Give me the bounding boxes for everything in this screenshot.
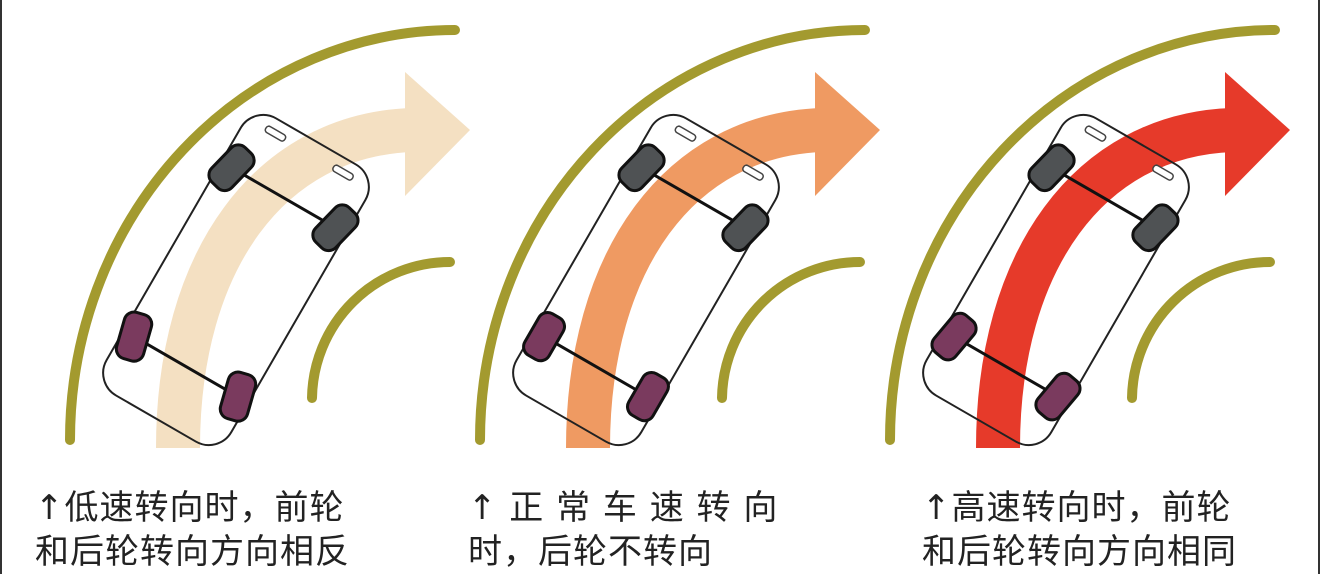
car-body-outline: [102, 113, 370, 447]
rear-left-wheel: [114, 310, 154, 363]
car-body-outline: [512, 113, 780, 447]
headlight-icon: [742, 164, 764, 181]
front-right-wheel: [1131, 203, 1180, 253]
right-border: [1318, 0, 1320, 574]
rear-axle: [955, 336, 1057, 397]
front-axle: [232, 167, 335, 229]
front-axle: [1052, 167, 1155, 229]
rear-right-wheel: [218, 370, 258, 423]
panel-1: [65, 25, 470, 449]
car: [512, 113, 780, 447]
rear-right-wheel: [1034, 371, 1082, 422]
front-left-wheel: [207, 143, 256, 193]
rear-axle: [545, 336, 647, 397]
caption-high-speed-line2: 和后轮转向方向相同: [922, 532, 1237, 572]
inner-road-edge: [1127, 257, 1275, 403]
car-body-outline: [922, 113, 1190, 447]
inner-road-edge: [717, 257, 865, 403]
front-left-wheel: [617, 143, 666, 193]
caption-normal-speed-line1: ↑ 正 常 车 速 转 向: [468, 488, 779, 528]
headlight-icon: [1152, 164, 1174, 181]
direction-arrow-body: [976, 108, 1234, 449]
direction-arrow-head: [815, 72, 880, 196]
headlight-icon: [674, 125, 697, 142]
headlight-icon: [264, 125, 287, 142]
caption-high-speed-line1: ↑高速转向时，前轮: [922, 488, 1232, 528]
inner-road-edge: [307, 257, 455, 403]
caption-low-speed-line1: ↑低速转向时，前轮: [35, 488, 345, 528]
left-border: [0, 0, 2, 574]
headlight-icon: [1084, 125, 1107, 142]
outer-road-edge: [65, 25, 460, 445]
direction-arrow-head: [1225, 72, 1290, 196]
outer-road-edge: [885, 25, 1280, 445]
direction-arrow-body: [156, 108, 414, 449]
rear-left-wheel: [522, 310, 567, 363]
rear-left-wheel: [930, 311, 978, 362]
direction-arrow-head: [405, 72, 470, 196]
panel-2: [475, 25, 880, 449]
outer-road-edge: [475, 25, 870, 445]
front-right-wheel: [721, 203, 770, 253]
front-left-wheel: [1027, 143, 1076, 193]
caption-low-speed-line2: 和后轮转向方向相反: [35, 532, 350, 572]
caption-normal-speed-line2: 时，后轮不转向: [468, 532, 713, 572]
rear-right-wheel: [625, 370, 670, 423]
rear-axle: [135, 336, 237, 397]
direction-arrow-body: [566, 108, 824, 449]
front-right-wheel: [311, 203, 360, 253]
front-axle: [642, 167, 745, 229]
car: [102, 113, 370, 447]
headlight-icon: [332, 164, 354, 181]
car: [922, 113, 1190, 447]
panel-3: [885, 25, 1290, 449]
